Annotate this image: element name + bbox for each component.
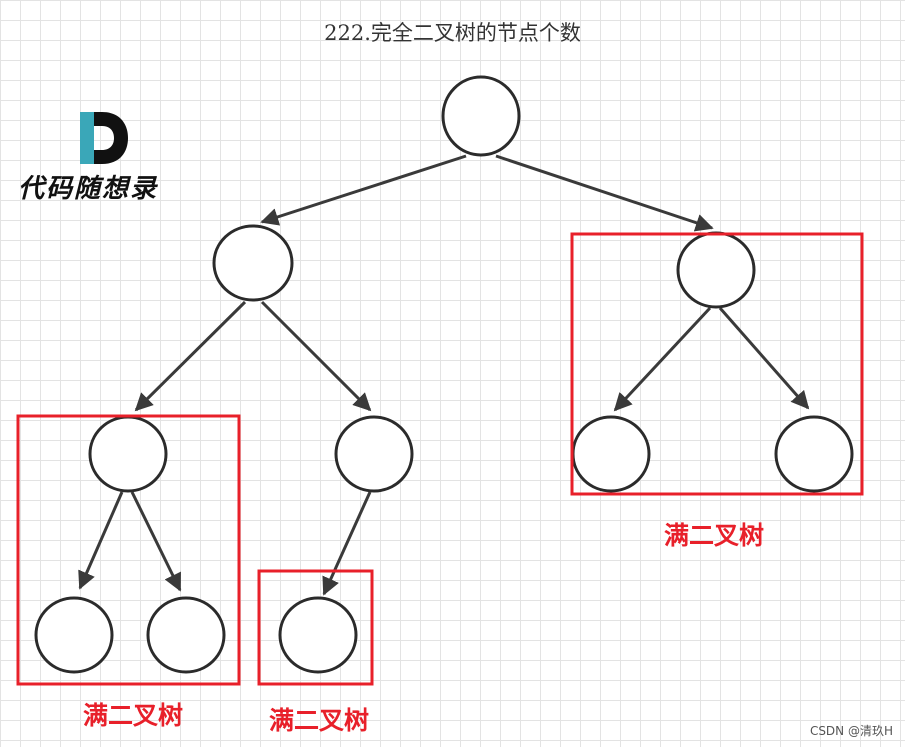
full-tree-label-1: 满二叉树 [83,701,184,730]
edge-r-rl [613,306,712,412]
edge-lr-lrl [322,491,372,596]
diagram-title: 222.完全二叉树的节点个数 [324,21,581,45]
node-left [212,224,294,302]
node-right [676,231,756,309]
edge-ll-llr [130,491,182,592]
logo-mark [80,112,128,164]
edge-l-lr [260,300,372,412]
full-tree-label-2: 满二叉树 [269,706,370,735]
edge-root-right [495,154,714,232]
node-root [441,75,521,157]
node-left-left [88,415,168,493]
logo-text: 代码随想录 [18,174,159,204]
watermark: CSDN @清玖H [809,724,893,738]
edge-r-rr [718,307,810,410]
full-tree-box-2 [257,569,374,686]
full-tree-box-1 [16,414,241,686]
node-right-right [774,415,854,493]
node-lll [34,596,114,674]
node-left-right [334,415,414,493]
node-right-left [571,415,651,493]
node-llr [146,596,226,674]
edge-root-left [260,154,467,226]
full-tree-label-3: 满二叉树 [664,521,765,550]
node-lrl [278,596,358,674]
full-tree-box-3 [570,232,864,496]
edge-ll-lll [78,491,124,590]
edge-l-ll [134,300,247,412]
